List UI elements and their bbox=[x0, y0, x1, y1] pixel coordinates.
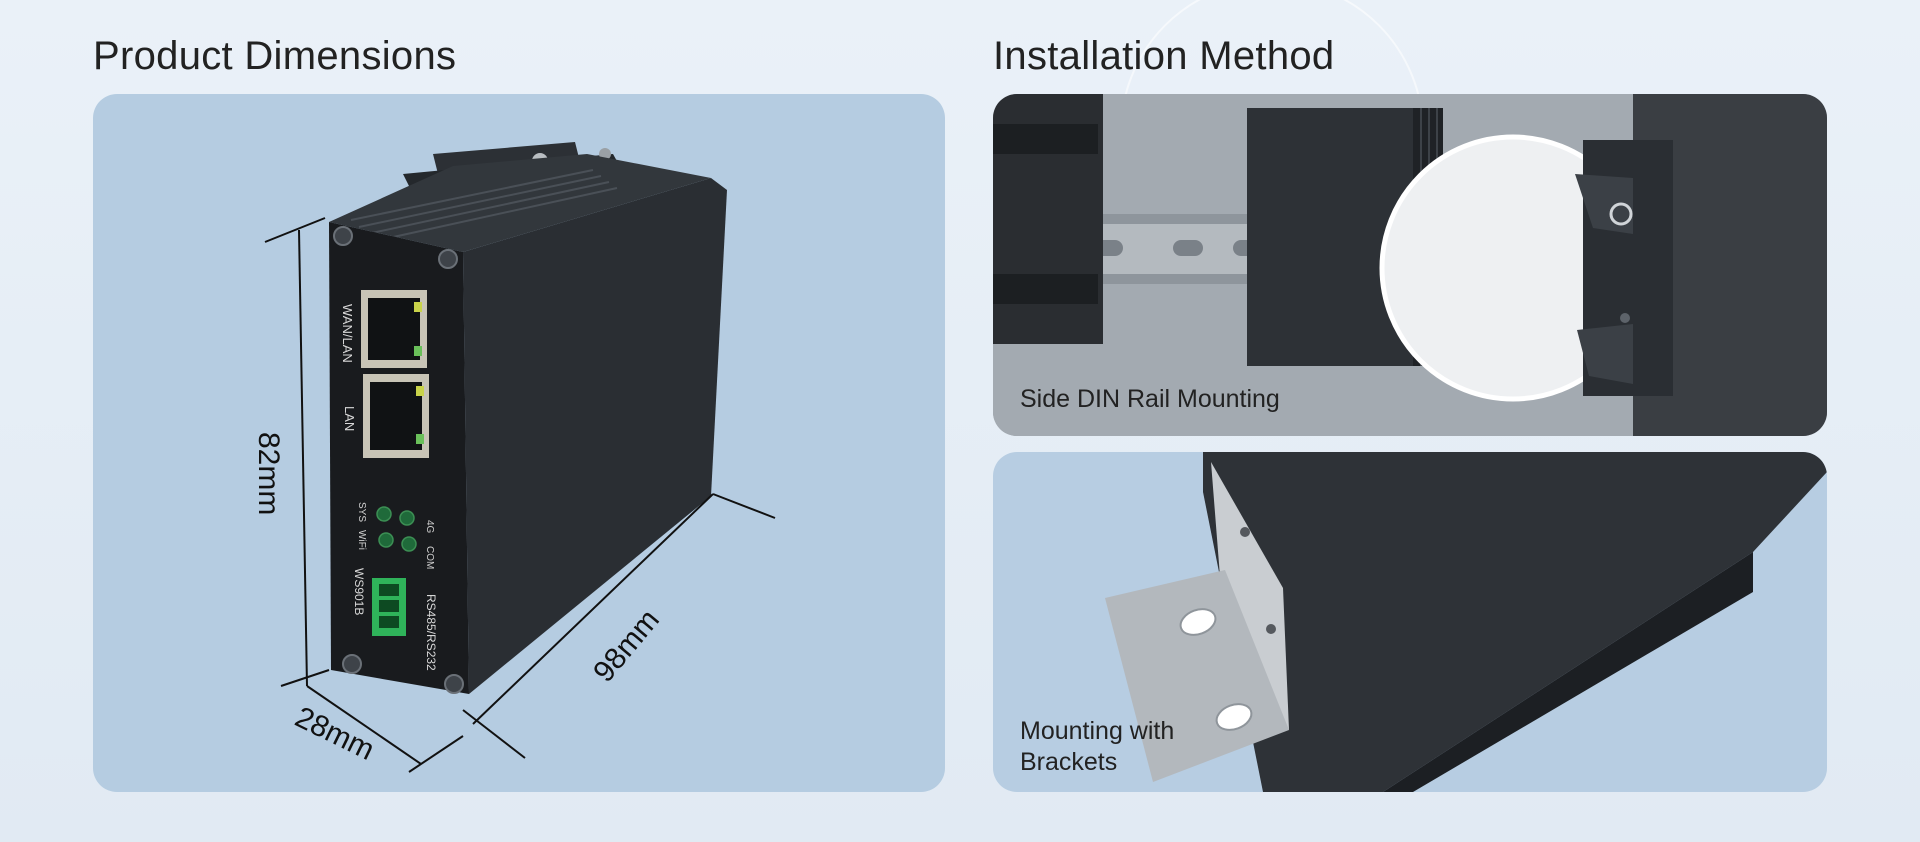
din-clip-zoom-circle bbox=[1379, 134, 1673, 402]
com-led-label: COM bbox=[424, 546, 435, 569]
length-dimension-label: 98mm bbox=[587, 603, 666, 688]
bracket-mounting-panel: Mounting with Brackets bbox=[993, 452, 1827, 792]
lan-label: LAN bbox=[342, 406, 357, 431]
sys-led-label: SYS bbox=[356, 502, 367, 522]
mounting-bracket bbox=[1211, 462, 1289, 730]
installation-method-heading: Installation Method bbox=[993, 34, 1335, 78]
model-label: WS901B bbox=[352, 568, 366, 615]
ethernet-port-wan-lan bbox=[361, 290, 427, 368]
bracket-device-top bbox=[1203, 452, 1827, 792]
height-dimension-label: 82mm bbox=[252, 432, 285, 515]
din-rail-caption: Side DIN Rail Mounting bbox=[1020, 385, 1280, 413]
bracket-photo-illustration bbox=[1105, 452, 1827, 792]
terminal-block-connector bbox=[372, 578, 406, 636]
ethernet-port-lan bbox=[363, 374, 429, 458]
screw-icon bbox=[333, 226, 464, 694]
4g-led-label: 4G bbox=[424, 520, 435, 534]
wifi-led-label: WiFi bbox=[356, 530, 367, 550]
product-dimensions-heading: Product Dimensions bbox=[93, 34, 457, 78]
terminal-blocks bbox=[993, 94, 1103, 344]
bracket-caption-line-2: Brackets bbox=[1020, 748, 1118, 776]
serial-port-label: RS485/RS232 bbox=[424, 594, 438, 671]
din-rail-mounting-panel: Side DIN Rail Mounting bbox=[993, 94, 1827, 436]
dimension-lines bbox=[264, 217, 776, 773]
device-side-face bbox=[463, 178, 727, 694]
bracket-caption: Mounting with Brackets bbox=[1020, 716, 1174, 778]
depth-dimension-label: 28mm bbox=[290, 701, 379, 767]
product-dimensions-panel: WAN/LAN LAN SYS WiFi 4G COM WS901B RS485… bbox=[93, 94, 945, 792]
din-rail-photo-illustration bbox=[993, 94, 1827, 436]
device-dimension-illustration: WAN/LAN LAN SYS WiFi 4G COM WS901B RS485… bbox=[252, 142, 776, 773]
bracket-caption-line-1: Mounting with bbox=[1020, 717, 1175, 745]
status-led-icon bbox=[376, 506, 417, 552]
device-top-face bbox=[329, 154, 711, 252]
wan-lan-label: WAN/LAN bbox=[340, 304, 355, 363]
